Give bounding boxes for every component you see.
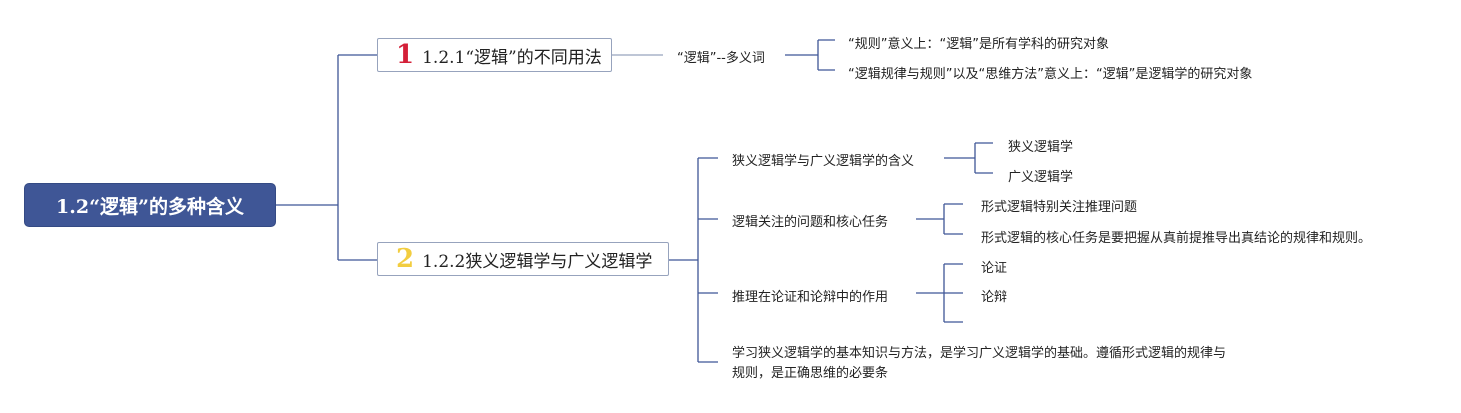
topic-2-subtopic-meaning[interactable]: 狭义逻辑学与广义逻辑学的含义	[732, 154, 915, 169]
topic-1-leaf-laws[interactable]: “逻辑规律与规则”以及“思维方法”意义上：“逻辑”是逻辑学的研究对象	[848, 67, 1253, 82]
topic-1-subtopic[interactable]: “逻辑”--多义词	[677, 51, 765, 66]
topic-1-number-icon: 1	[396, 40, 415, 70]
topic-2-subtopic-role[interactable]: 推理在论证和论辩中的作用	[732, 290, 889, 305]
root-topic-label: 1.2“逻辑”的多种含义	[56, 195, 244, 218]
leaf-debate[interactable]: 论辩	[981, 290, 1008, 305]
topic-2-label: 1.2.2狭义逻辑学与广义逻辑学	[422, 251, 653, 272]
topic-2[interactable]: 2 1.2.2狭义逻辑学与广义逻辑学	[377, 242, 669, 276]
leaf-reasoning-focus[interactable]: 形式逻辑特别关注推理问题	[981, 200, 1138, 215]
topic-1-leaf-rules[interactable]: “规则”意义上：“逻辑”是所有学科的研究对象	[848, 37, 1109, 52]
leaf-core-task[interactable]: 形式逻辑的核心任务是要把握从真前提推导出真结论的规律和规则。	[981, 231, 1372, 246]
topic-2-number-icon: 2	[396, 244, 415, 274]
leaf-broad-logic[interactable]: 广义逻辑学	[1008, 170, 1074, 185]
topic-1-label: 1.2.1“逻辑”的不同用法	[422, 47, 602, 68]
topic-2-subtopic-tasks[interactable]: 逻辑关注的问题和核心任务	[732, 215, 889, 230]
leaf-narrow-logic[interactable]: 狭义逻辑学	[1008, 140, 1074, 155]
topic-1[interactable]: 1 1.2.1“逻辑”的不同用法	[377, 38, 612, 72]
root-topic[interactable]: 1.2“逻辑”的多种含义	[25, 184, 275, 226]
topic-2-subtopic-foundation[interactable]: 学习狭义逻辑学的基本知识与方法，是学习广义逻辑学的基础。遵循形式逻辑的规律与规则…	[732, 346, 1227, 381]
leaf-argument[interactable]: 论证	[981, 261, 1008, 276]
